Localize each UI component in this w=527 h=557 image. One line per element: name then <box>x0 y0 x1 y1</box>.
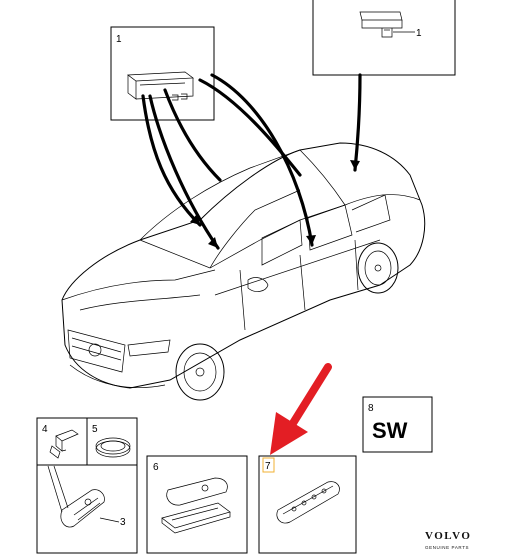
car-drawing <box>61 142 426 401</box>
highlight-arrow <box>270 363 332 455</box>
callout-1-box-label: 1 <box>116 34 122 45</box>
callout-6-label: 6 <box>153 462 159 473</box>
coin-battery-drawing <box>95 437 131 458</box>
detail-box-top-right: 1 <box>312 0 456 76</box>
detail-box-6: 6 <box>146 455 248 554</box>
key-fob-drawing <box>47 465 105 528</box>
callout-7-highlight <box>262 457 275 473</box>
callout-4-label: 4 <box>42 424 48 435</box>
location-arrows <box>141 73 362 250</box>
brand-subtitle: GENUINE PARTS <box>425 545 469 550</box>
brand-name: VOLVO <box>425 530 471 542</box>
callout-7-label: 7 <box>265 461 271 472</box>
smart-key-drawing <box>276 481 340 524</box>
key-cover-drawing <box>161 477 231 534</box>
key-blade-drawing <box>49 429 79 459</box>
detail-box-7: 7 <box>258 455 357 554</box>
software-label: SW <box>372 418 408 443</box>
module-part-drawing <box>127 71 194 101</box>
detail-box-1: 1 <box>110 26 215 121</box>
callout-8-label: 8 <box>368 403 374 414</box>
detail-box-4-5: 4 5 3 <box>36 417 138 554</box>
callout-3-leader <box>99 517 120 523</box>
module-part-drawing-2 <box>359 11 403 38</box>
callout-3-label: 3 <box>120 517 126 528</box>
callout-1-lead-label: 1 <box>416 28 422 39</box>
brand-logo: VOLVO GENUINE PARTS <box>425 530 471 550</box>
callout-5-label: 5 <box>92 424 98 435</box>
detail-box-8-software: 8 SW <box>362 396 433 453</box>
